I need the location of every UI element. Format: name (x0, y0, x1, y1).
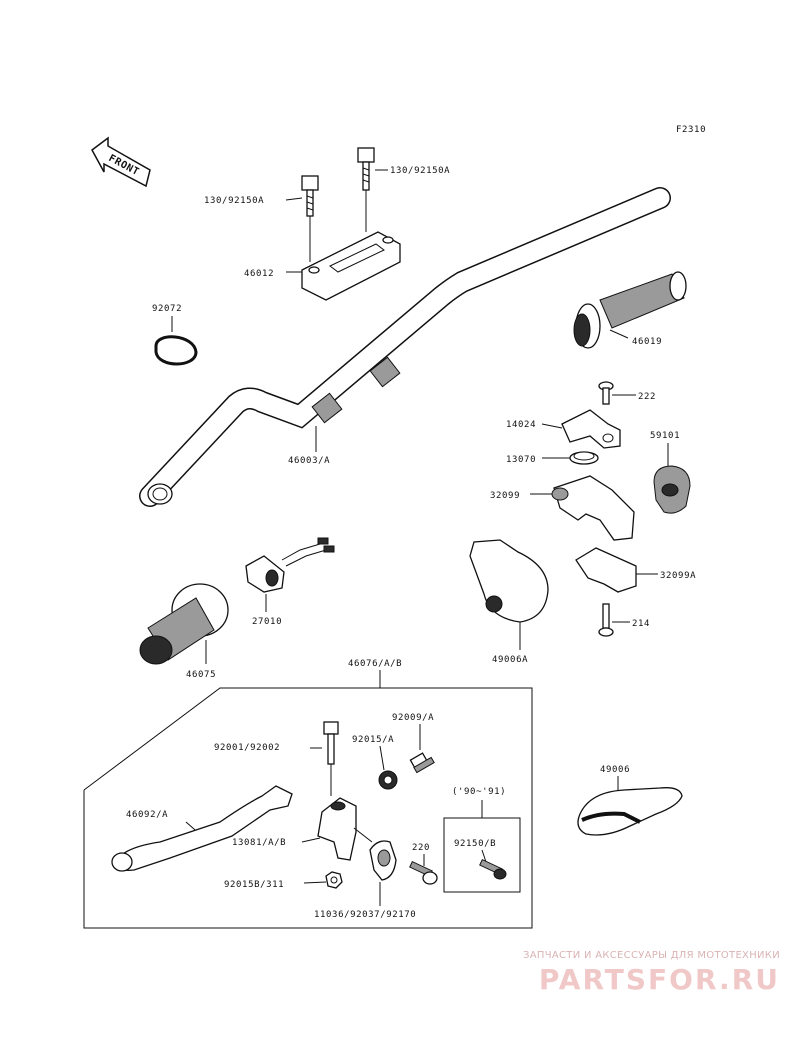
nut-92015b-icon (325, 871, 343, 889)
watermark-logo: PARTSFOR.RU (538, 963, 780, 996)
label-lever: 46092/A (126, 810, 168, 820)
variant-box (443, 817, 521, 893)
label-cover-49006a: 49006A (492, 655, 528, 665)
left-grip-icon (139, 583, 229, 665)
band-clip-icon (154, 335, 198, 366)
bolt-a-icon (301, 175, 319, 217)
screw-222-icon (598, 381, 614, 405)
label-clamp: 11036/92037/92170 (314, 910, 416, 920)
label-adjuster: 92009/A (392, 713, 434, 723)
label-lever-assy: 46076/A/B (348, 659, 402, 669)
figure-code: F2310 (676, 125, 706, 135)
label-collar: 13070 (506, 455, 536, 465)
nut-92015-icon (378, 770, 398, 790)
collar-icon (569, 451, 599, 465)
label-screw-214: 214 (632, 619, 650, 629)
label-screw-222: 222 (638, 392, 656, 402)
clamp-icon (369, 840, 397, 881)
throttle-housing-upper-icon (551, 475, 635, 541)
label-grip-right: 46019 (632, 337, 662, 347)
lever-cover-icon (577, 787, 683, 836)
front-arrow-icon: FRONT (91, 136, 151, 188)
bolt-b-icon (357, 147, 375, 191)
screw-214-icon (598, 603, 614, 637)
label-cover-59101: 59101 (650, 431, 680, 441)
engine-stop-switch-icon (245, 537, 335, 593)
watermark-tagline: ЗАПЧАСТИ И АКСЕССУАРЫ ДЛЯ МОТОТЕХНИКИ (523, 950, 780, 961)
label-nut-92015: 92015/A (352, 735, 394, 745)
label-housing-lower: 32099A (660, 571, 696, 581)
bolt-92150b-icon (479, 858, 507, 880)
lever-bracket-icon (317, 797, 357, 861)
label-bolt-92001: 92001/92002 (214, 743, 280, 753)
label-screw-220: 220 (412, 843, 430, 853)
label-holder: 46012 (244, 269, 274, 279)
screw-220-icon (409, 860, 438, 885)
lever-cover-a-icon (469, 539, 549, 623)
adjuster-bolt-icon (409, 752, 435, 774)
label-bracket: 13081/A/B (232, 838, 286, 848)
label-housing-upper: 32099 (490, 491, 520, 501)
handlebar-icon (139, 187, 671, 507)
label-range: ('90~'91) (452, 787, 506, 797)
brake-lever-icon (111, 785, 293, 872)
lever-assembly-frame (83, 687, 533, 929)
label-switch: 27010 (252, 617, 282, 627)
label-bolt-b: 130/92150A (390, 166, 450, 176)
label-nut-92015b: 92015B/311 (224, 880, 284, 890)
throttle-housing-lower-icon (575, 547, 637, 593)
label-bolt-a: 130/92150A (204, 196, 264, 206)
watermark: ЗАПЧАСТИ И АКСЕССУАРЫ ДЛЯ МОТОТЕХНИКИ PA… (523, 950, 780, 996)
pivot-bolt-icon (323, 721, 339, 765)
label-grip-left: 46075 (186, 670, 216, 680)
label-handlebar: 46003/A (288, 456, 330, 466)
handlebar-holder-icon (301, 231, 401, 301)
label-bolt-92150b: 92150/B (454, 839, 496, 849)
throttle-plate-icon (561, 409, 621, 449)
label-band: 92072 (152, 304, 182, 314)
cable-cover-icon (653, 465, 691, 514)
label-cover-49006: 49006 (600, 765, 630, 775)
right-grip-icon (573, 271, 687, 349)
label-plate: 14024 (506, 420, 536, 430)
